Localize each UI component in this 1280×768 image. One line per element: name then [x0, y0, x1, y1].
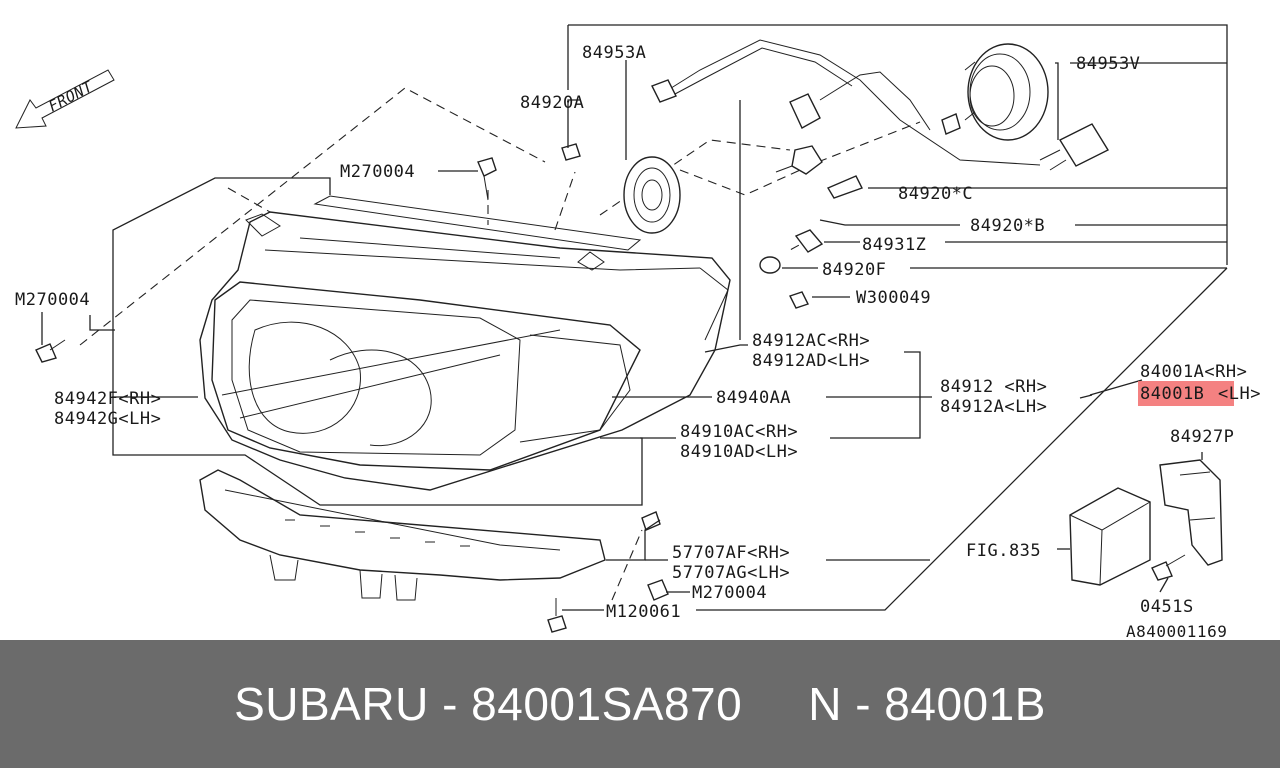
label-84953V: 84953V — [1076, 54, 1140, 74]
label-57707AG: 57707AG<LH> — [672, 563, 790, 583]
socket-cable — [651, 39, 1041, 166]
control-module — [1069, 487, 1151, 586]
connector-plug-icon — [941, 113, 1109, 171]
label-W300049: W300049 — [856, 288, 931, 308]
nut-W300049-icon — [789, 291, 809, 309]
label-FIG835: FIG.835 — [966, 541, 1041, 561]
label-84912AD: 84912AD<LH> — [752, 351, 870, 371]
label-M270004-bottom: M270004 — [692, 583, 767, 603]
highlight-84001B — [1138, 381, 1234, 406]
brand-part-number: SUBARU - 84001SA870 — [234, 678, 743, 730]
bulb-84920A-icon — [561, 143, 581, 161]
label-M120061: M120061 — [606, 602, 681, 622]
label-84942F: 84942F<RH> — [54, 389, 161, 409]
label-84001A: 84001A<RH> — [1140, 362, 1247, 382]
label-A840001169: A840001169 — [1126, 622, 1227, 640]
label-84912A: 84912A<LH> — [940, 397, 1047, 417]
headlamp-assembly — [199, 195, 731, 491]
front-label: FRONT — [45, 77, 96, 115]
label-84920C: 84920*C — [898, 184, 973, 204]
cap-84953V — [964, 43, 1049, 141]
label-84912: 84912 <RH> — [940, 377, 1047, 397]
label-84920F: 84920F — [822, 260, 886, 280]
label-84001B: 84001B — [1140, 384, 1204, 404]
bolt-bottom-icon — [547, 579, 669, 633]
label-84942G: 84942G<LH> — [54, 409, 161, 429]
leader-lines — [41, 24, 1228, 611]
label-84920B: 84920*B — [970, 216, 1045, 236]
bolt-top-icon — [477, 157, 497, 201]
label-M270004-top: M270004 — [340, 162, 415, 182]
label-84940AA: 84940AA — [716, 388, 791, 408]
label-84910AC: 84910AC<RH> — [680, 422, 798, 442]
label-84912AC: 84912AC<RH> — [752, 331, 870, 351]
label-84001B-side: <LH> — [1218, 384, 1261, 404]
label-M270004-left: M270004 — [15, 290, 90, 310]
dashed-outline — [79, 87, 921, 601]
parts-diagram: FRONT — [15, 24, 1261, 640]
label-84931Z: 84931Z — [862, 235, 926, 255]
catalog-part-number: N - 84001B — [808, 678, 1046, 730]
bulb-84920C-icon — [826, 175, 863, 199]
label-84953A: 84953A — [582, 43, 646, 63]
clip-icon — [641, 511, 661, 531]
front-arrow-icon — [15, 69, 115, 129]
label-57707AF: 57707AF<RH> — [672, 543, 790, 563]
label-0451S: 0451S — [1140, 597, 1194, 617]
label-84920A: 84920A — [520, 93, 584, 113]
socket-84931Z-icon — [794, 229, 824, 253]
bulb-84920F-icon — [759, 256, 781, 274]
bracket-84927P — [1159, 459, 1223, 566]
part-number-banner: SUBARU - 84001SA870 N - 84001B — [0, 640, 1280, 768]
adjuster-ring — [623, 156, 681, 234]
label-84910AD: 84910AD<LH> — [680, 442, 798, 462]
bulb-84920B-icon — [775, 145, 823, 175]
bolt-left-icon — [35, 339, 66, 363]
bracket-57707 — [199, 469, 606, 601]
label-84927P: 84927P — [1170, 427, 1234, 447]
screw-0451S-icon — [1151, 554, 1186, 581]
